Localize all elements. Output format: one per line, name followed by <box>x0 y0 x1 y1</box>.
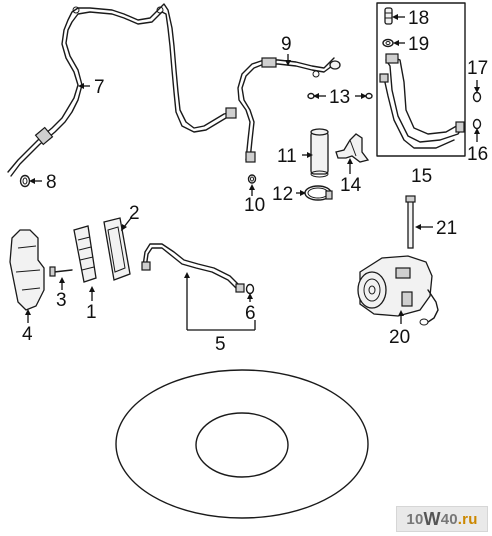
callout-18: 18 <box>408 8 429 29</box>
clamp-12 <box>304 185 333 201</box>
reference-outline <box>115 369 369 519</box>
callout-13: 13 <box>329 87 350 108</box>
callout-7: 7 <box>94 77 105 98</box>
callout-4: 4 <box>22 324 33 345</box>
callout-16: 16 <box>467 144 488 165</box>
o-ring-8 <box>19 174 31 188</box>
callout-10: 10 <box>244 195 265 216</box>
o-ring-10 <box>247 174 257 184</box>
o-ring-6 <box>245 283 255 295</box>
receiver-drier-11 <box>310 128 329 178</box>
compressor-20 <box>357 255 439 326</box>
watermark-part1: 10 <box>406 510 424 528</box>
filter-frame-2 <box>103 217 131 281</box>
bolt-21 <box>405 195 416 249</box>
callout-9: 9 <box>281 34 292 55</box>
o-ring-16 <box>472 118 482 130</box>
bracket-14 <box>335 133 370 163</box>
ac-line-9 <box>237 57 341 163</box>
watermark-part3: 40 <box>440 510 458 528</box>
inset-box-15 <box>376 2 466 157</box>
watermark-part2: W <box>423 508 441 529</box>
ac-line-5 <box>141 243 245 293</box>
callout-8: 8 <box>46 172 57 193</box>
callout-15: 15 <box>411 166 432 187</box>
callout-labels: 7 8 9 10 11 12 13 14 15 16 17 18 19 20 2… <box>22 8 488 355</box>
bolt-3 <box>49 266 73 277</box>
callout-1: 1 <box>86 302 97 323</box>
callout-14: 14 <box>340 175 362 196</box>
callout-11: 11 <box>277 146 297 167</box>
callout-21: 21 <box>436 218 457 239</box>
callout-2: 2 <box>129 203 140 224</box>
callout-12: 12 <box>272 184 293 205</box>
valve-18 <box>384 7 393 25</box>
duct-4 <box>9 229 45 311</box>
watermark-part4: .ru <box>457 510 478 528</box>
callout-20: 20 <box>389 327 410 348</box>
callout-5: 5 <box>215 334 226 355</box>
ac-line-7 <box>7 3 237 177</box>
callout-6: 6 <box>245 303 256 324</box>
callout-19: 19 <box>408 34 429 55</box>
callout-17: 17 <box>467 58 488 79</box>
callout-3: 3 <box>56 290 67 311</box>
o-ring-17 <box>472 91 482 103</box>
cabin-filter-1 <box>73 225 97 283</box>
washer-19 <box>382 38 394 48</box>
leader-lines <box>25 14 480 331</box>
